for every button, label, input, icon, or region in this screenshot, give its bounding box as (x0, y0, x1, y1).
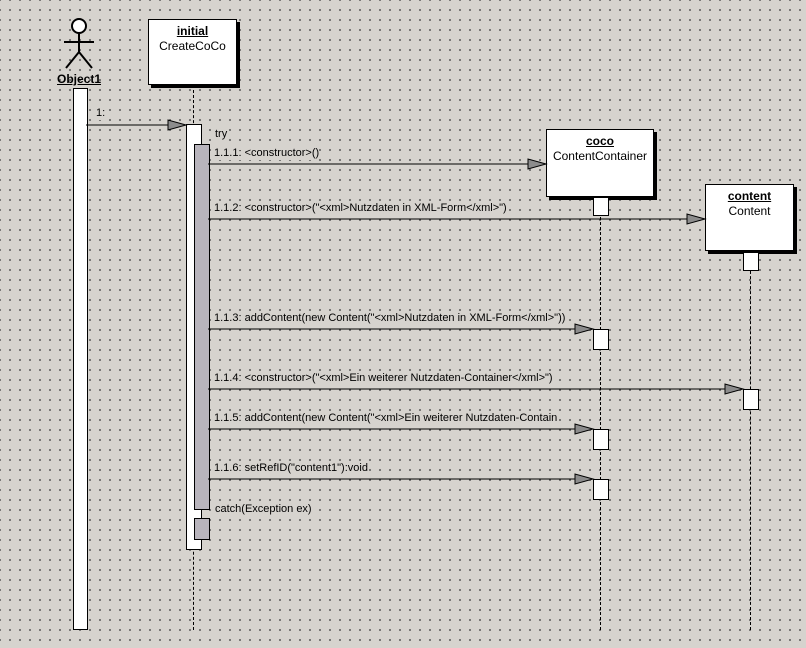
fragment-catch-label: catch(Exception ex) (215, 503, 312, 516)
object-class: CreateCoCo (159, 39, 226, 53)
message-label[interactable]: 1.1.3: addContent(new Content("<xml>Nutz… (214, 312, 566, 325)
object-class: Content (728, 204, 771, 218)
coco-activation-2[interactable] (593, 329, 609, 350)
initial-activation-catch[interactable] (194, 518, 210, 540)
content-activation-1[interactable] (743, 252, 759, 271)
initial-activation-try[interactable] (194, 144, 210, 510)
object-name: initial (176, 24, 209, 38)
object-initial[interactable]: initial CreateCoCo (148, 19, 237, 85)
message-label[interactable]: 1.1.4: <constructor>("<xml>Ein weiterer … (214, 372, 553, 385)
message-label[interactable]: 1.1.1: <constructor>() (214, 147, 320, 160)
coco-activation-3[interactable] (593, 429, 609, 450)
object-name: content (727, 189, 772, 203)
object-name: coco (585, 134, 614, 148)
content-activation-2[interactable] (743, 389, 759, 410)
lifeline-coco (600, 197, 601, 630)
coco-activation-1[interactable] (593, 197, 609, 216)
coco-activation-4[interactable] (593, 479, 609, 500)
object-class: ContentContainer (552, 149, 648, 163)
lifeline-content (750, 251, 751, 630)
message-label[interactable]: 1.1.6: setRefID("content1"):void (214, 462, 368, 475)
message-label[interactable]: 1: (96, 107, 106, 120)
actor-label: Object1 (57, 72, 102, 86)
object-content[interactable]: content Content (705, 184, 794, 251)
actor-activation-bar[interactable] (73, 88, 88, 630)
object-coco[interactable]: coco ContentContainer (546, 129, 654, 197)
fragment-try-label: try (215, 128, 228, 141)
message-label[interactable]: 1.1.2: <constructor>("<xml>Nutzdaten in … (214, 202, 507, 215)
message-label[interactable]: 1.1.5: addContent(new Content("<xml>Ein … (214, 412, 558, 425)
